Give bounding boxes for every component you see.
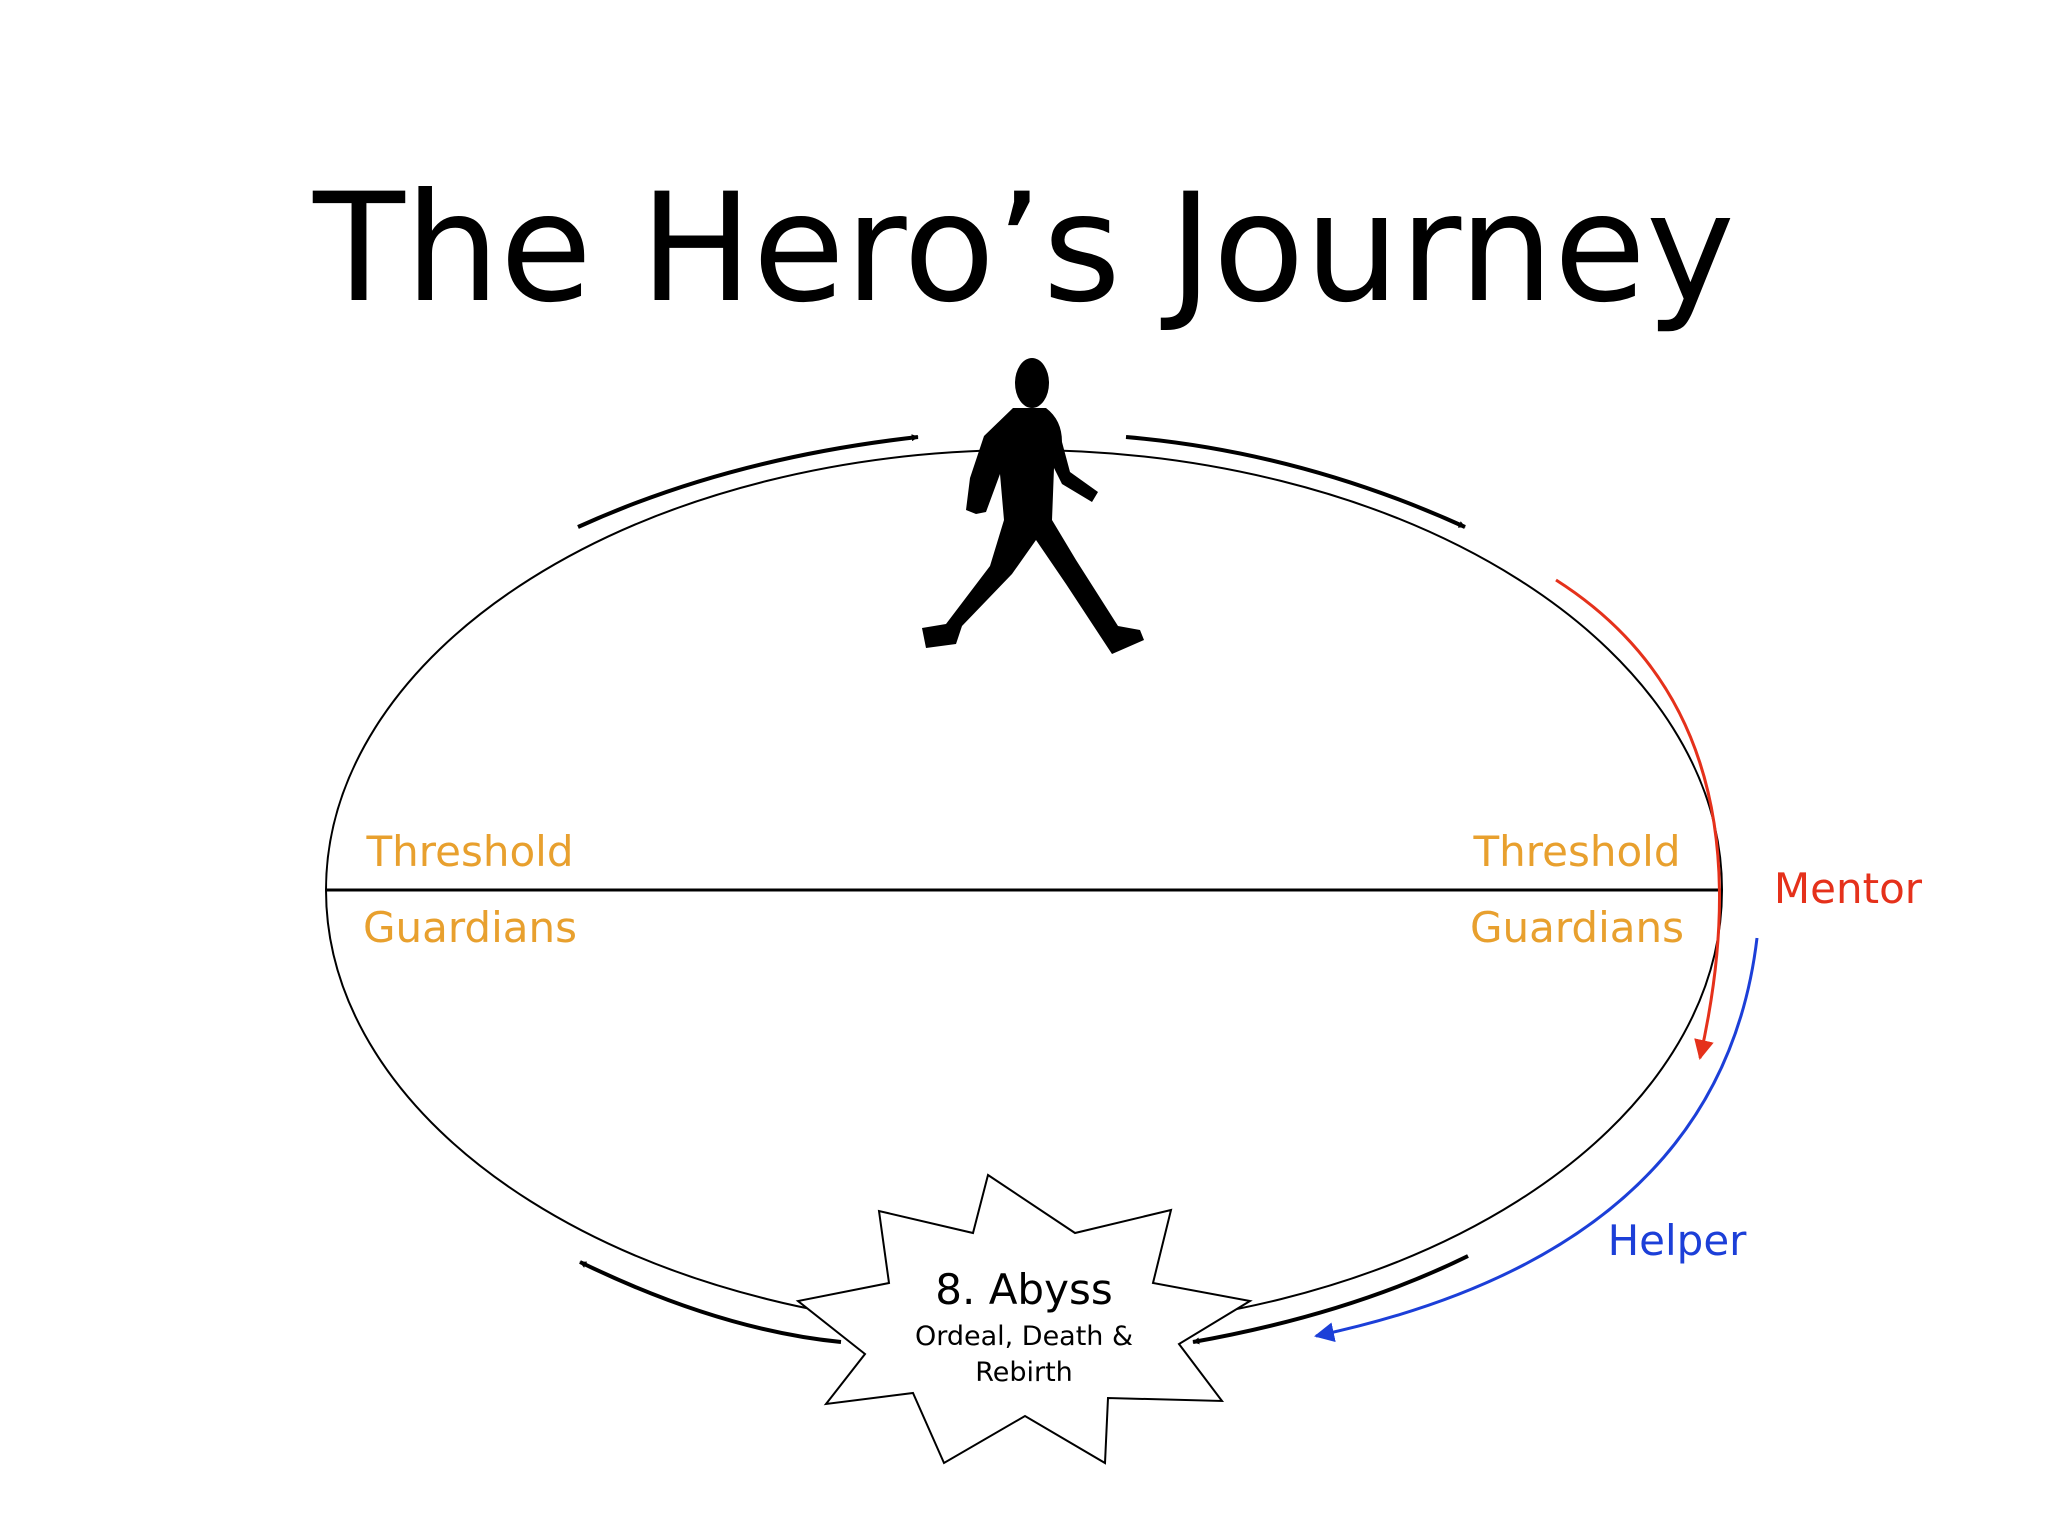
- threshold-label-left-top: Threshold: [366, 827, 574, 876]
- mentor-arrow: [1555, 578, 1721, 1060]
- helper-label: Helper: [1608, 1216, 1748, 1265]
- mentor-label: Mentor: [1774, 864, 1923, 913]
- threshold-label-right-bottom: Guardians: [1470, 903, 1684, 952]
- flow-arrow-bottom-right: [1192, 1254, 1469, 1345]
- abyss-title: 8. Abyss: [935, 1265, 1112, 1314]
- abyss-subtitle-line2: Rebirth: [975, 1357, 1073, 1388]
- flow-arrow-bottom-left: [579, 1260, 842, 1344]
- threshold-label-right-top: Threshold: [1473, 827, 1681, 876]
- flow-arrow-top-right: [1125, 435, 1466, 529]
- helper-arrow: [1314, 937, 1759, 1343]
- flow-arrow-top-left: [577, 434, 919, 529]
- starburst-shape: [795, 1173, 1253, 1465]
- abyss-subtitle-line1: Ordeal, Death &: [915, 1321, 1133, 1352]
- threshold-label-left-bottom: Guardians: [363, 903, 577, 952]
- page-title: The Hero’s Journey: [312, 162, 1735, 336]
- walking-person-icon: [922, 358, 1144, 654]
